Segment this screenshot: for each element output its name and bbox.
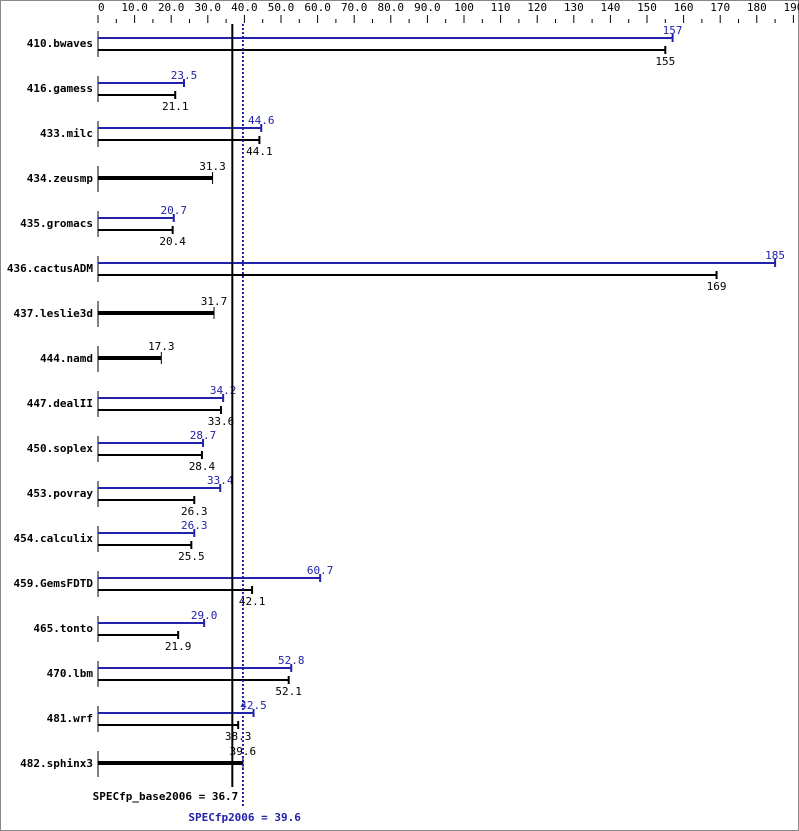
x-tick-label: 40.0 xyxy=(231,1,258,14)
peak-value-label: 42.5 xyxy=(240,699,267,712)
base-value-label: 155 xyxy=(655,55,675,68)
base-value-label: 20.4 xyxy=(159,235,186,248)
benchmark-label: 454.calculix xyxy=(14,532,94,545)
base-value-label: 26.3 xyxy=(181,505,208,518)
bars: 410.bwaves 157 155 416.gamess 23.5 21.1 433.mi… xyxy=(7,24,785,777)
peak-value-label: 33.4 xyxy=(207,474,234,487)
benchmark-label: 447.dealII xyxy=(27,397,93,410)
x-tick-label: 140 xyxy=(600,1,620,14)
base-value-label: 25.5 xyxy=(178,550,205,563)
benchmark-label: 436.cactusADM xyxy=(7,262,93,275)
x-tick-label: 50.0 xyxy=(268,1,295,14)
benchmark-label: 444.namd xyxy=(40,352,93,365)
benchmark-label: 481.wrf xyxy=(47,712,93,725)
benchmark-label: 482.sphinx3 xyxy=(20,757,93,770)
x-tick-label: 90.0 xyxy=(414,1,441,14)
x-tick-label: 160 xyxy=(674,1,694,14)
peak-value-label: 60.7 xyxy=(307,564,334,577)
base-score-label: SPECfp_base2006 = 36.7 xyxy=(93,790,239,803)
base-value-label: 31.3 xyxy=(199,160,226,173)
benchmark-label: 416.gamess xyxy=(27,82,93,95)
peak-value-label: 20.7 xyxy=(161,204,188,217)
x-tick-label: 60.0 xyxy=(304,1,331,14)
x-axis: 0 10.0 20.0 30.0 40.0 50.0 60.0 70.0 80.0 90.0 100… xyxy=(97,1,799,23)
benchmark-label: 459.GemsFDTD xyxy=(14,577,94,590)
x-tick-label: 10.0 xyxy=(121,1,148,14)
x-tick-label: 120 xyxy=(527,1,547,14)
x-tick-label: 130 xyxy=(564,1,584,14)
base-value-label: 169 xyxy=(707,280,727,293)
base-value-label: 39.6 xyxy=(230,745,257,758)
peak-value-label: 26.3 xyxy=(181,519,208,532)
benchmark-label: 470.lbm xyxy=(47,667,94,680)
peak-value-label: 157 xyxy=(663,24,683,37)
base-value-label: 31.7 xyxy=(201,295,228,308)
benchmark-label: 437.leslie3d xyxy=(14,307,93,320)
peak-score-label: SPECfp2006 = 39.6 xyxy=(188,811,301,824)
x-tick-label: 100 xyxy=(454,1,474,14)
peak-value-label: 185 xyxy=(765,249,785,262)
peak-value-label: 52.8 xyxy=(278,654,305,667)
base-value-label: 17.3 xyxy=(148,340,175,353)
x-tick-label: 30.0 xyxy=(195,1,222,14)
benchmark-label: 435.gromacs xyxy=(20,217,93,230)
x-tick-label: 70.0 xyxy=(341,1,368,14)
benchmark-label: 434.zeusmp xyxy=(27,172,94,185)
x-tick-label: 180 xyxy=(747,1,767,14)
x-tick-label: 80.0 xyxy=(378,1,405,14)
x-tick-label: 20.0 xyxy=(158,1,185,14)
peak-value-label: 34.2 xyxy=(210,384,237,397)
base-value-label: 33.6 xyxy=(208,415,235,428)
peak-value-label: 44.6 xyxy=(248,114,275,127)
base-value-label: 44.1 xyxy=(246,145,273,158)
peak-value-label: 28.7 xyxy=(190,429,217,442)
benchmark-label: 453.povray xyxy=(27,487,94,500)
base-value-label: 42.1 xyxy=(239,595,266,608)
base-value-label: 38.3 xyxy=(225,730,252,743)
base-value-label: 28.4 xyxy=(189,460,216,473)
x-tick-label: 150 xyxy=(637,1,657,14)
x-tick-label: 0 xyxy=(98,1,105,14)
benchmark-label: 410.bwaves xyxy=(27,37,93,50)
peak-value-label: 23.5 xyxy=(171,69,198,82)
x-tick-label: 190 xyxy=(783,1,799,14)
x-tick-label: 110 xyxy=(491,1,511,14)
base-value-label: 21.9 xyxy=(165,640,192,653)
base-value-label: 52.1 xyxy=(275,685,302,698)
benchmark-label: 465.tonto xyxy=(33,622,93,635)
peak-value-label: 29.0 xyxy=(191,609,218,622)
benchmark-label: 433.milc xyxy=(40,127,93,140)
base-value-label: 21.1 xyxy=(162,100,189,113)
x-tick-label: 170 xyxy=(710,1,730,14)
benchmark-label: 450.soplex xyxy=(27,442,94,455)
